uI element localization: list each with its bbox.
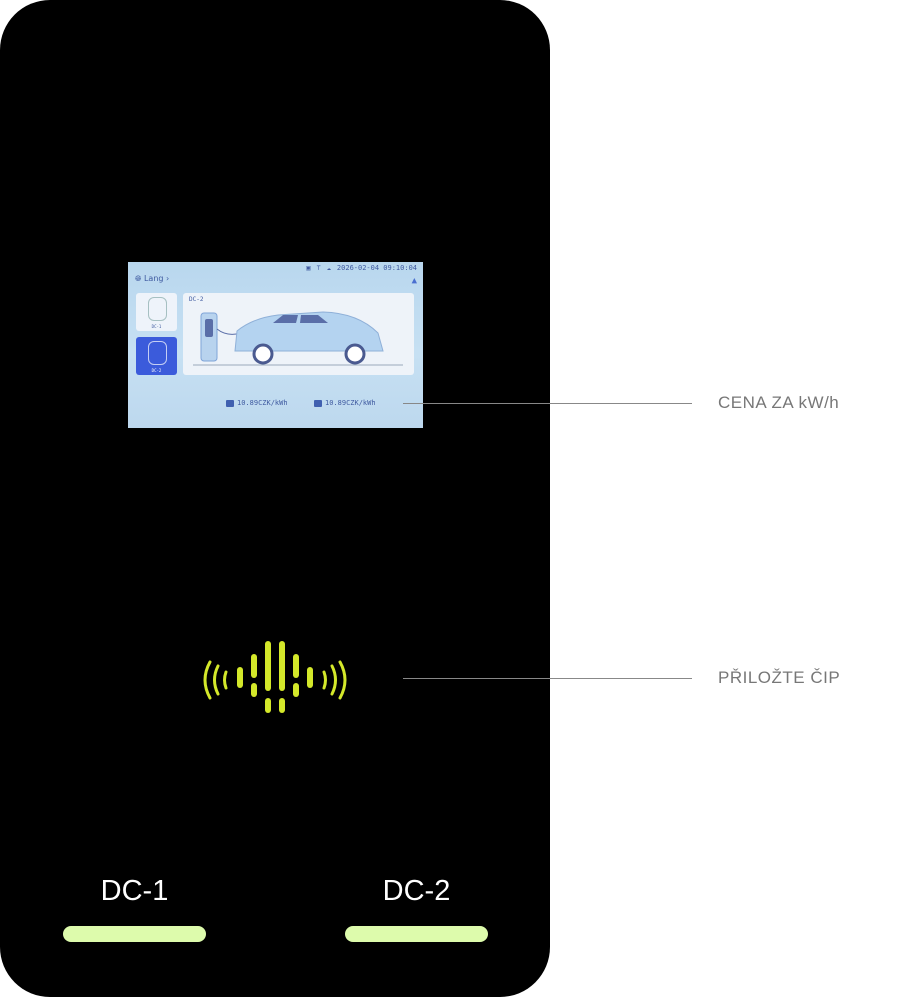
charger-panel xyxy=(0,0,550,997)
globe-icon: 🌐︎ xyxy=(135,274,142,283)
card-label: DC-1 xyxy=(151,324,162,329)
price-icon xyxy=(314,399,322,407)
plug-icon xyxy=(148,297,167,321)
detail-title: DC-2 xyxy=(189,296,204,303)
car-charging-illustration xyxy=(193,311,403,366)
price-callout-line xyxy=(403,403,692,404)
card-label: DC-2 xyxy=(151,368,162,373)
sim-icon: ▣ xyxy=(306,264,311,272)
logo-icon: ▲ xyxy=(411,276,417,286)
chip-annotation: PŘILOŽTE ČIP xyxy=(718,668,841,687)
cloud-icon: ☁ xyxy=(326,264,331,272)
connector-dc2-label: DC-2 xyxy=(382,875,451,907)
price-annotation: CENA ZA kW/h xyxy=(718,393,840,412)
connector-dc2-status-bar xyxy=(345,926,488,942)
connector-dc1-status-bar xyxy=(63,926,206,942)
datetime: 2026-02-04 09:10:04 xyxy=(336,264,417,272)
status-bar: ▣ ⊤ ☁ 2026-02-04 09:10:04 xyxy=(306,264,417,272)
price-dc2: 10.89CZK/kWh xyxy=(314,399,376,407)
connector-dc1-label: DC-1 xyxy=(100,875,169,907)
charger-card-dc2[interactable]: DC-2 xyxy=(136,337,177,375)
price-icon xyxy=(226,399,234,407)
plug-icon xyxy=(148,341,167,365)
chip-callout-line xyxy=(403,678,692,679)
language-button[interactable]: 🌐︎ Lang › xyxy=(135,274,170,283)
charger-detail: DC-2 xyxy=(183,293,414,375)
charger-card-dc1[interactable]: DC-1 xyxy=(136,293,177,331)
network-icon: ⊤ xyxy=(316,264,321,272)
price-dc1: 10.89CZK/kWh xyxy=(226,399,288,407)
price-value: 10.89CZK/kWh xyxy=(325,399,376,407)
charger-display: ▣ ⊤ ☁ 2026-02-04 09:10:04 🌐︎ Lang › ▲ DC… xyxy=(128,262,423,428)
lang-label: Lang xyxy=(143,274,164,283)
nfc-reader-icon[interactable] xyxy=(190,630,360,725)
price-value: 10.89CZK/kWh xyxy=(237,399,288,407)
